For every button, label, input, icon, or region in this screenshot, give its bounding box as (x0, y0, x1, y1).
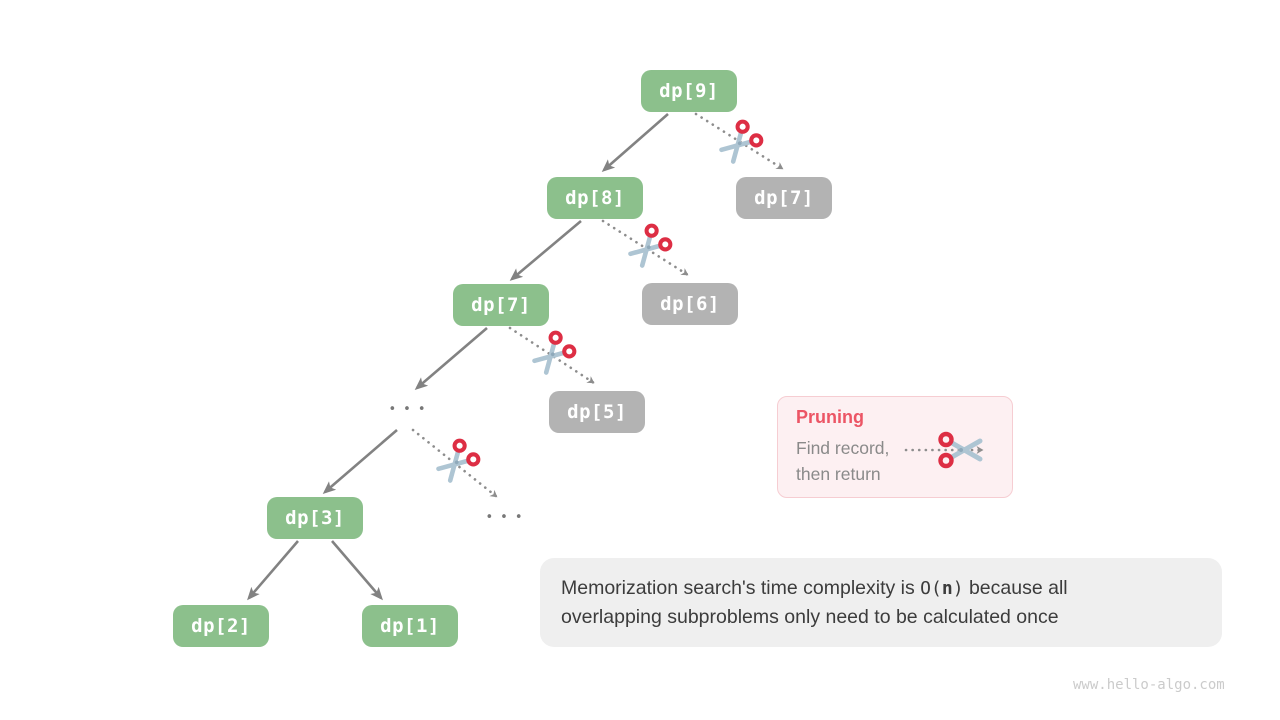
edge-dp3-dp2 (247, 540, 299, 601)
caption-part1: Memorization search's time complexity is (561, 576, 921, 599)
tree-node-dp8: dp[8] (547, 177, 643, 219)
scissors-icon (626, 224, 673, 271)
tree-node-dp6-pruned: dp[6] (642, 283, 738, 325)
code-open: O( (920, 577, 942, 599)
ellipsis-node: ••• (388, 401, 433, 417)
caption-box: Memorization search's time complexity is… (540, 558, 1222, 647)
legend-description-line1: Find record, (796, 438, 890, 458)
tree-node-dp1: dp[1] (362, 605, 458, 647)
tree-node-dp3: dp[3] (267, 497, 363, 539)
tree-node-dp7-pruned: dp[7] (736, 177, 832, 219)
scissors-icon (434, 439, 481, 486)
tree-node-dp5-pruned: dp[5] (549, 391, 645, 433)
code-var: n (941, 577, 953, 599)
watermark: www.hello-algo.com (1073, 677, 1225, 693)
caption-line2: overlapping subproblems only need to be … (561, 605, 1059, 628)
legend-description-line2: then return (796, 464, 881, 484)
code-close: ) (952, 577, 964, 599)
tree-node-dp9: dp[9] (641, 70, 737, 112)
caption-text: Memorization search's time complexity is… (561, 574, 1068, 632)
edge-ellipsis-dp3 (322, 429, 398, 494)
ellipsis-node: ••• (485, 509, 530, 525)
pruned-edge-dp9-dp7 (694, 112, 785, 171)
tree-node-dp2: dp[2] (173, 605, 269, 647)
scissors-icon (530, 331, 577, 378)
caption-part2: because all (963, 576, 1068, 599)
pruning-legend: Pruning Find record, then return (777, 396, 1013, 498)
big-o-notation: O(n) (920, 578, 963, 599)
legend-title: Pruning (796, 407, 864, 427)
tree-node-dp7: dp[7] (453, 284, 549, 326)
scissors-icon (717, 120, 764, 167)
legend-scissors-graphic (904, 397, 985, 499)
edge-dp7-ellipsis (414, 327, 488, 390)
edge-dp8-dp7 (509, 220, 582, 281)
edge-dp3-dp1 (331, 540, 383, 601)
legend-description: Find record, then return (796, 435, 889, 487)
edge-dp9-dp8 (601, 113, 669, 172)
